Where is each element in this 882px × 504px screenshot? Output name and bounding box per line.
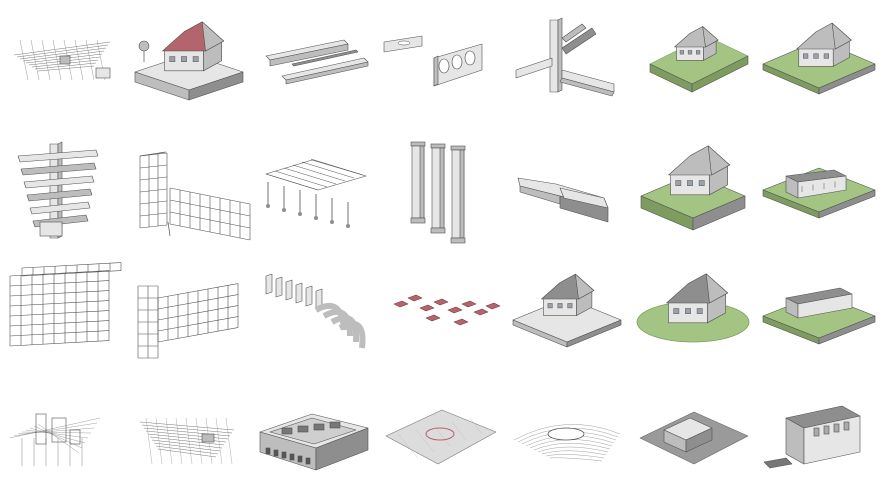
model-preview-image [393,294,501,326]
model-preview-image [13,39,111,81]
model-preview-image [383,35,483,87]
thumbnail-steel-beams[interactable] [252,0,378,126]
thumbnail-curved-walls[interactable] [252,252,378,378]
thumbnail-mep-network[interactable] [0,0,126,126]
model-preview-image [762,167,876,219]
thumbnail-house-on-green-plot[interactable] [756,0,882,126]
thumbnail-columns[interactable] [378,126,504,252]
model-preview-image [259,413,369,471]
model-preview-image [762,287,876,345]
thumbnail-house-on-site[interactable] [504,252,630,378]
thumbnail-house-red-roof[interactable] [126,0,252,126]
thumbnail-canopy-frame[interactable] [252,126,378,252]
model-preview-image [649,26,749,93]
model-preview-image [265,39,369,85]
model-preview-image [517,177,609,223]
thumbnail-footings[interactable] [378,252,504,378]
thumbnail-terrain-mesh[interactable] [378,378,504,504]
model-preview-image [636,273,750,343]
model-preview-image [139,151,251,241]
model-preview-image [385,409,497,465]
thumbnail-wireframe-plant[interactable] [0,378,126,504]
thumbnail-industrial-frame[interactable] [126,252,252,378]
thumbnail-steel-tower-connections[interactable] [0,126,126,252]
model-preview-image [513,424,621,462]
thumbnail-long-building[interactable] [504,126,630,252]
model-preview-image [17,141,99,239]
model-preview-image [139,417,235,465]
thumbnail-flat-site-buildings[interactable] [630,378,756,504]
thumbnail-rowhouse-green[interactable] [756,252,882,378]
thumbnail-house-oval-lawn[interactable] [630,252,756,378]
model-preview-image [137,283,239,359]
model-preview-image [639,411,749,465]
thumbnail-multistorey-frame[interactable] [0,252,126,378]
thumbnail-house-on-green-slope[interactable] [630,0,756,126]
thumbnail-piping-network[interactable] [126,378,252,504]
thumbnail-wire-terrain[interactable] [504,378,630,504]
model-preview-image [265,273,366,349]
model-preview-image [512,273,622,348]
model-preview-image [265,158,367,228]
thumbnail-roofless-building[interactable] [252,378,378,504]
model-preview-image [640,145,746,231]
thumbnail-castellated-beam[interactable] [378,0,504,126]
model-preview-image [410,141,466,244]
thumbnail-box-building[interactable] [756,378,882,504]
model-preview-image [9,413,101,466]
thumbnail-steel-connection[interactable] [504,0,630,126]
model-preview-image [515,17,615,97]
thumbnail-house-green-block[interactable] [630,126,756,252]
model-preview-image [134,21,244,101]
thumbnail-apartment-green-plot[interactable] [756,126,882,252]
thumbnail-frame-structure[interactable] [126,126,252,252]
model-preview-image [763,405,861,469]
model-preview-image [762,22,876,95]
model-preview-image [9,262,122,347]
